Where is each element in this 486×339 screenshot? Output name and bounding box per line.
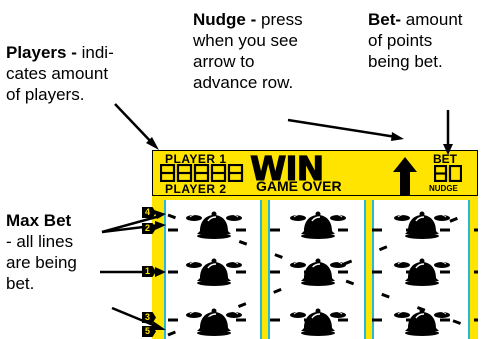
bell-icon [186,212,242,240]
bell-icon [186,309,242,337]
bell-icon [290,309,346,337]
bell-icon [290,259,346,287]
bell-icon [394,309,450,337]
bell-icon [290,212,346,240]
symbols-reel-1 [186,212,242,337]
symbols-reel-2 [290,212,346,337]
bell-icon [394,212,450,240]
bell-icon [186,259,242,287]
